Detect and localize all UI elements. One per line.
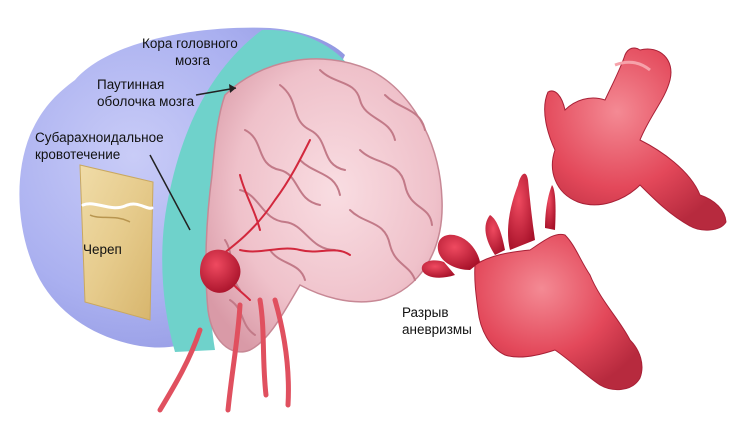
label-sah-line-1: Субарахноидальное xyxy=(35,130,164,145)
label-aneurysm-rupture: Разрыв аневризмы xyxy=(402,304,472,338)
descending-vessels xyxy=(157,297,291,413)
intact-aneurysm xyxy=(544,47,727,231)
label-cortex-line-1: Кора головного xyxy=(142,36,238,51)
skull-patch xyxy=(79,164,154,321)
brain xyxy=(205,58,443,353)
label-arachnoid: Паутинная оболочка мозга xyxy=(97,76,194,110)
label-cortex: Кора головного мозга xyxy=(142,35,238,69)
pointer-lines xyxy=(149,84,237,231)
label-cortex-line-2: мозга xyxy=(175,53,210,68)
label-rupture-line-2: аневризмы xyxy=(402,322,472,337)
hemorrhage xyxy=(200,249,241,293)
label-skull-text: Череп xyxy=(83,242,122,257)
label-skull: Череп xyxy=(83,241,122,258)
label-subarachnoid-hemorrhage: Субарахноидальное кровотечение xyxy=(35,129,164,163)
ruptured-aneurysm xyxy=(421,173,643,391)
label-arachnoid-line-2: оболочка мозга xyxy=(97,94,195,109)
brain-folds xyxy=(224,69,433,336)
label-rupture-line-1: Разрыв xyxy=(402,305,449,320)
label-arachnoid-line-1: Паутинная xyxy=(97,77,165,92)
label-sah-line-2: кровотечение xyxy=(35,147,121,162)
